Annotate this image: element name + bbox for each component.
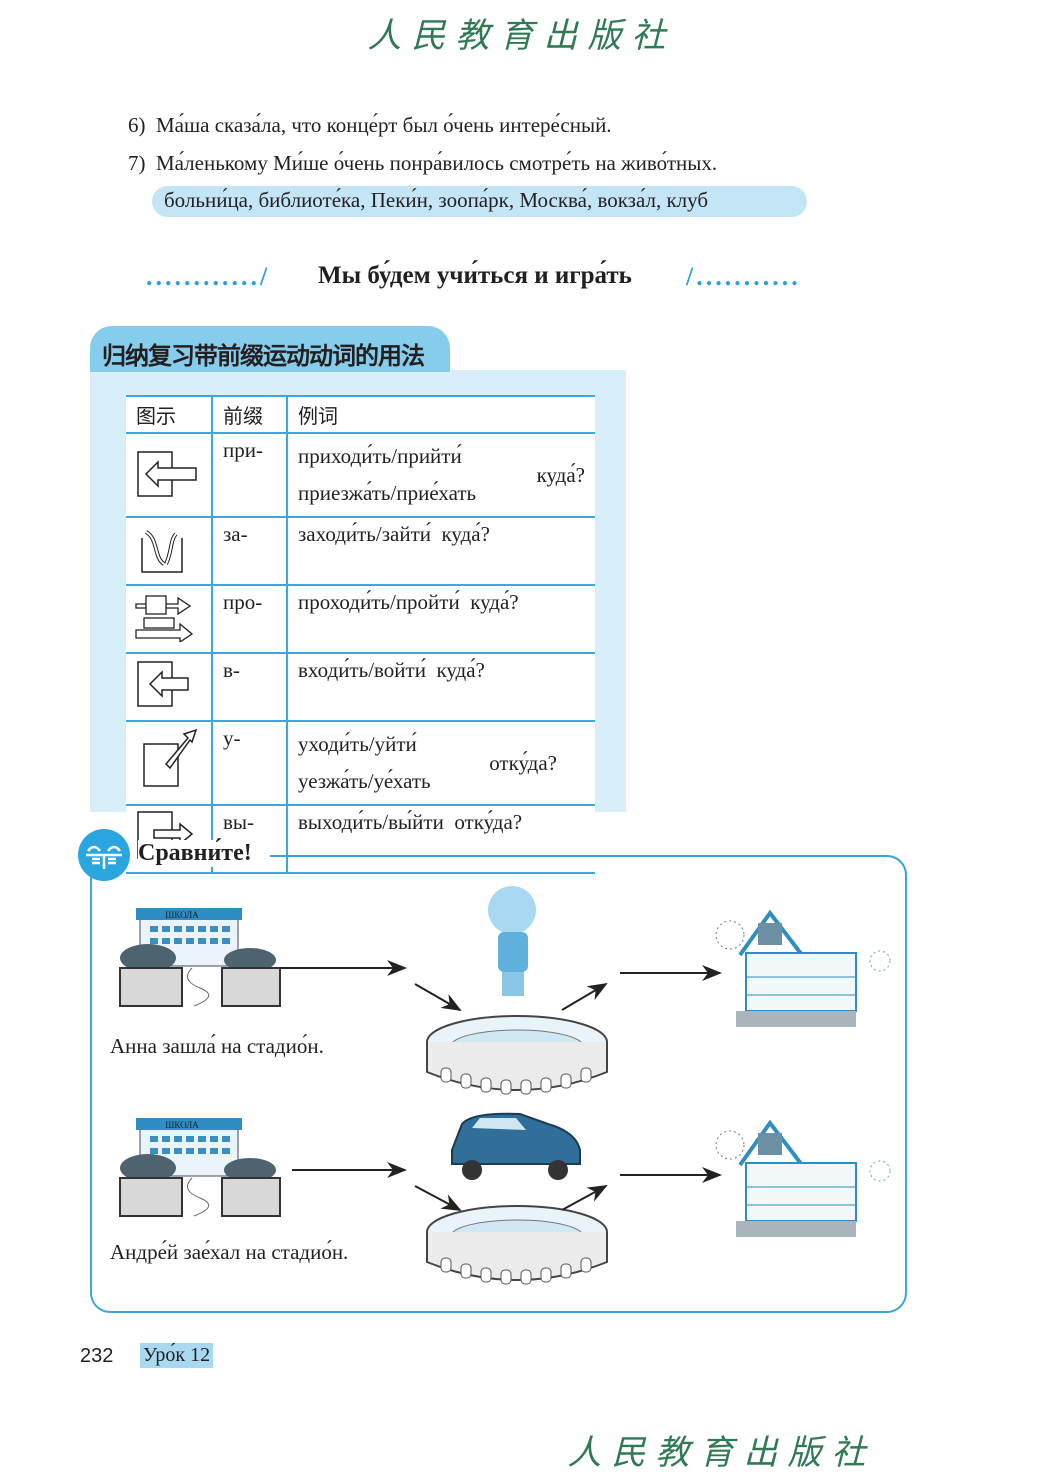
caption-anna: Анна зашла́ на стадио́н. (110, 1034, 324, 1058)
item-number: 7) (128, 151, 146, 175)
compare-corner (870, 855, 907, 885)
verb-pair: заходи́ть/зайти́ (298, 522, 431, 546)
verb-pair: входи́ть/войти́ (298, 658, 426, 682)
verb-pair: приезжа́ть/прие́хать (298, 481, 477, 505)
question-word: куда́? (441, 522, 490, 546)
page-number: 232 (80, 1345, 114, 1367)
table-row: за- заходи́ть/зайти́ куда́? (126, 516, 595, 586)
exercise-item-7: 7) Ма́ленькому Ми́ше о́чень понра́вилось… (128, 151, 717, 176)
item-text: Ма́ленькому Ми́ше о́чень понра́вилось см… (156, 151, 718, 175)
item-number: 6) (128, 113, 146, 137)
prefix: при- (211, 432, 287, 518)
verb-pair: приходи́ть/прийти́ (298, 444, 462, 468)
arrow-into-box-icon (137, 661, 189, 707)
prefix: за- (211, 516, 287, 586)
verb-pair: проходи́ть/пройти́ (298, 590, 460, 614)
section-dots-left: ............/ (146, 262, 271, 291)
header-prefix: 前缀 (211, 395, 287, 434)
compare-scale-icon (78, 829, 130, 881)
prefix-table: 图示 前缀 例词 при- приходи́ть/прийти́ приезжа́… (126, 395, 595, 874)
girl-illustration (488, 886, 536, 996)
question-word: куда́? (436, 658, 485, 682)
arrow-away-diagonal-icon (143, 728, 198, 787)
house-illustration (714, 911, 892, 1029)
word-bank: больни́ца, библиоте́ка, Пеки́н, зоопа́рк… (152, 186, 807, 217)
header-examples: 例词 (286, 395, 595, 434)
header-diagram: 图示 (126, 395, 212, 434)
question-word: куда́? (536, 462, 585, 487)
arrow-past-objects-icon (135, 595, 194, 644)
compare-illustrations: ШКОЛА ШКОЛА (119, 886, 892, 1285)
table-row: в- входи́ть/войти́ куда́? (126, 652, 595, 722)
section-title: Мы бу́дем учи́ться и игра́ть (318, 262, 632, 289)
school-illustration (119, 1117, 281, 1217)
section-dots-right: /........... (686, 262, 801, 291)
table-row: при- приходи́ть/прийти́ приезжа́ть/прие́х… (126, 432, 595, 518)
table-row: у- уходи́ть/уйти́ уезжа́ть/уе́хать отку́да… (126, 720, 595, 806)
house-illustration (714, 1121, 892, 1239)
item-text: Ма́ша сказа́ла, что конце́рт был о́чень … (156, 113, 612, 137)
table-row: про- проходи́ть/пройти́ куда́? (126, 584, 595, 654)
prefix: у- (211, 720, 287, 806)
question-word: отку́да? (489, 750, 557, 775)
school-sign: ШКОЛА (165, 910, 199, 920)
lesson-label: Уро́к 12 (140, 1343, 214, 1368)
stadium-illustration (426, 1205, 608, 1285)
arrow (414, 983, 462, 1012)
arrow-into-and-out-icon (141, 530, 183, 573)
compare-title: Сравни́те! (138, 840, 258, 867)
compare-divider (270, 855, 888, 857)
prefix: в- (211, 652, 287, 722)
arrow (561, 1185, 608, 1211)
question-word: отку́да? (454, 810, 523, 834)
verb-pair: уезжа́ть/уе́хать (298, 769, 431, 793)
prefix: про- (211, 584, 287, 654)
table-header: 图示 前缀 例词 (126, 395, 595, 434)
arrow-into-box-icon (137, 451, 197, 497)
compare-box (90, 855, 907, 1313)
school-illustration (119, 907, 281, 1007)
arrow (414, 1185, 462, 1211)
exercise-item-6: 6) Ма́ша сказа́ла, что конце́рт был о́че… (128, 113, 612, 138)
question-word: куда́? (470, 590, 519, 614)
verb-pair: уходи́ть/уйти́ (298, 732, 417, 756)
stadium-illustration (426, 1015, 608, 1095)
verb-pair: выходи́ть/вы́йти (298, 810, 444, 834)
school-sign: ШКОЛА (165, 1120, 199, 1130)
publisher-logo-bottom: 人民教育出版社 (567, 1433, 876, 1473)
grammar-title: 归纳复习带前缀运动动词的用法 (90, 326, 450, 372)
arrow (561, 982, 608, 1011)
car-illustration (451, 1112, 581, 1180)
publisher-logo-top: 人民教育出版社 (367, 16, 676, 56)
caption-andrey: Андре́й зае́хал на стадио́н. (110, 1240, 349, 1264)
